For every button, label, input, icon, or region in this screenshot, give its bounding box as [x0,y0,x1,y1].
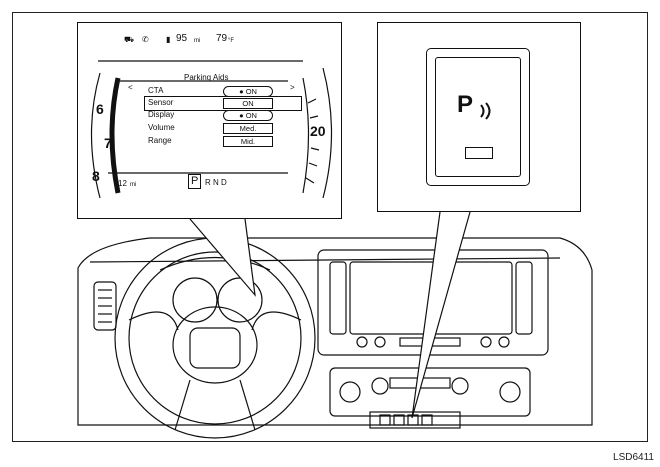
range-unit: mi [194,38,201,44]
volume-value[interactable]: Med. [223,123,273,134]
temperature-value: 79 [216,33,228,44]
parking-sensor-icon: P [457,91,474,118]
menu-item-range[interactable]: Range [148,136,172,145]
cluster-callout: ⛟ ✆ ▮ 95 mi 79 °F Parking Aids < > CTA ●… [77,22,342,219]
nav-right-arrow[interactable]: > [290,83,295,92]
tach-label-8: 8 [92,168,100,184]
temperature-unit: °F [228,38,235,44]
figure-code: LSD6411 [613,452,654,463]
range-value: 95 [176,33,188,44]
menu-item-volume[interactable]: Volume [148,123,175,132]
parking-aid-switch[interactable]: P [426,48,530,186]
menu-item-sensor[interactable]: Sensor [148,98,174,107]
fuel-icon: ▮ [166,35,171,44]
menu-item-cta[interactable]: CTA [148,86,164,95]
menu-item-display[interactable]: Display [148,110,175,119]
menu-title: Parking Aids [184,73,229,82]
gear-current: P [188,174,202,189]
cluster-gauges [90,60,333,199]
display-toggle[interactable]: ● ON [223,110,273,121]
trip-unit: mi [130,182,137,188]
figure-frame [12,12,648,442]
trip-value: 12 [118,179,127,188]
tach-label-6: 6 [96,101,104,117]
phone-icon: ✆ [142,35,149,44]
tach-label-7: 7 [104,135,112,151]
indicator-light [465,147,493,159]
sensor-value[interactable]: ON [223,98,273,109]
selection-highlight [144,96,302,111]
nav-left-arrow[interactable]: < [128,83,133,92]
range-setting-value[interactable]: Mid. [223,136,273,147]
speed-label-20: 20 [310,123,326,139]
sound-wave-icon [480,102,491,120]
gear-others: R N D [205,178,227,187]
switch-callout: P [377,22,581,212]
car-icon: ⛟ [124,35,135,44]
